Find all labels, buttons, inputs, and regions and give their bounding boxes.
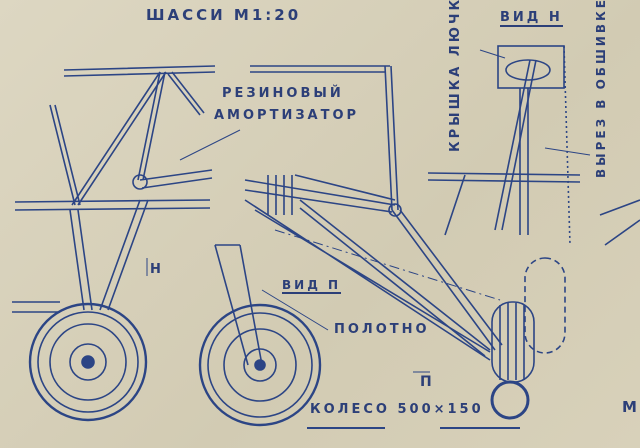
- front-wheel: [28, 302, 148, 422]
- label-skin-cutout: ВЫРЕЗ В ОБШИВКЕ: [594, 0, 608, 178]
- label-arrow-h: Н: [150, 262, 164, 277]
- label-edge-letter: М: [622, 398, 640, 416]
- drawing-title: ШАССИ М1:20: [146, 6, 302, 24]
- front-view-struts: [12, 65, 216, 313]
- view-h-drawing: [427, 45, 640, 246]
- wheel-section: [490, 257, 566, 420]
- side-wheel: [198, 303, 322, 427]
- label-view-p: ВИД П: [282, 278, 342, 294]
- label-view-h: ВИД Н: [500, 10, 563, 27]
- label-wheel: КОЛЕСО 500×150: [310, 402, 484, 417]
- leader-lines: [146, 49, 591, 429]
- label-rubber: РЕЗИНОВЫЙ: [222, 86, 344, 101]
- label-shock-absorber: АМОРТИЗАТОР: [214, 108, 360, 123]
- label-fabric: ПОЛОТНО: [334, 322, 430, 337]
- label-arrow-p: П: [420, 374, 435, 390]
- label-hatch-cover: КРЫШКА ЛЮЧКА: [448, 0, 463, 152]
